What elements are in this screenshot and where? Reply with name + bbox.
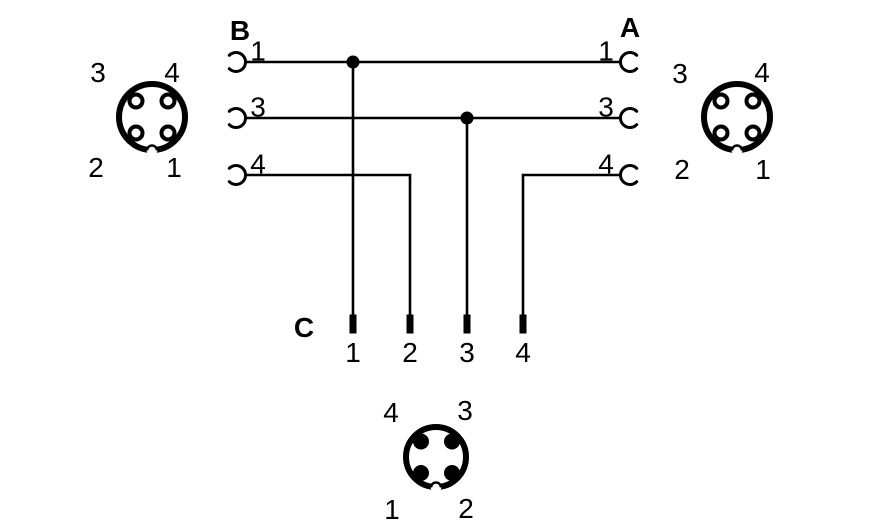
- face-a-pinhole-4: [744, 92, 762, 110]
- socket-terminal-a-pin3: [618, 107, 639, 129]
- wire-pin-label-a1: 1: [598, 36, 614, 67]
- face-b-keying-notch: [145, 144, 159, 151]
- face-b-pin-label-top-right: 4: [164, 57, 180, 88]
- wire-pin-label-a3: 3: [598, 92, 614, 123]
- face-b-pinhole-4: [159, 92, 177, 110]
- face-c-pin-label-bottom-left: 1: [384, 494, 400, 525]
- socket-terminal-a-pin4: [618, 164, 639, 186]
- wire-pin-label-c1: 1: [345, 337, 361, 368]
- port-label-c: C: [294, 312, 314, 343]
- face-c-pin-4: [413, 433, 429, 450]
- wire-a4-c4: [521, 173, 621, 315]
- face-b-pin-label-top-left: 3: [90, 57, 106, 88]
- connector-face-a-ring: [701, 81, 773, 153]
- face-a-pin-label-bottom-right: 1: [755, 154, 771, 185]
- port-label-a: A: [620, 12, 640, 43]
- face-b-pinhole-1: [159, 124, 177, 142]
- wire-pin-label-c2: 2: [402, 337, 418, 368]
- face-b-pinhole-2: [127, 124, 145, 142]
- port-label-b: B: [230, 15, 250, 46]
- wire-b4-c2: [245, 173, 412, 315]
- face-c-pin-label-top-right: 3: [457, 395, 473, 426]
- socket-terminal-a-pin1: [618, 51, 639, 73]
- face-c-pin-label-top-left: 4: [383, 397, 399, 428]
- face-a-pin-label-top-left: 3: [672, 58, 688, 89]
- face-a-pin-label-bottom-left: 2: [674, 154, 690, 185]
- face-a-keying-notch: [730, 144, 744, 151]
- connector-face-b-ring: [116, 81, 188, 153]
- socket-terminal-b-pin3: [227, 107, 248, 129]
- wire-pin-label-b3: 3: [250, 92, 266, 123]
- wire-pin-label-a4: 4: [598, 149, 614, 180]
- face-c-keying-notch: [429, 481, 443, 488]
- socket-terminal-b-pin4: [227, 164, 248, 186]
- face-c-pin-1: [413, 465, 429, 481]
- face-c-pin-label-bottom-right: 2: [458, 493, 474, 524]
- face-c-pin-3: [444, 433, 460, 450]
- face-b-pin-label-bottom-right: 1: [166, 152, 182, 183]
- socket-terminal-b-pin1: [227, 51, 248, 73]
- wire-pin-label-c4: 4: [515, 337, 531, 368]
- face-b-pinhole-3: [127, 92, 145, 110]
- face-b-pin-label-bottom-left: 2: [88, 152, 104, 183]
- pad-terminal-c-pin2: [406, 314, 414, 334]
- wire-pin-label-b4: 4: [250, 149, 266, 180]
- face-c-pin-2: [444, 465, 460, 481]
- pad-terminal-c-pin3: [463, 314, 471, 334]
- face-a-pinhole-2: [712, 124, 730, 142]
- face-a-pin-label-top-right: 4: [754, 57, 770, 88]
- pad-terminal-c-pin1: [349, 314, 357, 334]
- wire-pin-label-b1: 1: [250, 36, 266, 67]
- face-a-pinhole-3: [712, 92, 730, 110]
- wire-pin-label-c3: 3: [459, 337, 475, 368]
- pad-terminal-c-pin4: [519, 314, 527, 334]
- face-a-pinhole-1: [744, 124, 762, 142]
